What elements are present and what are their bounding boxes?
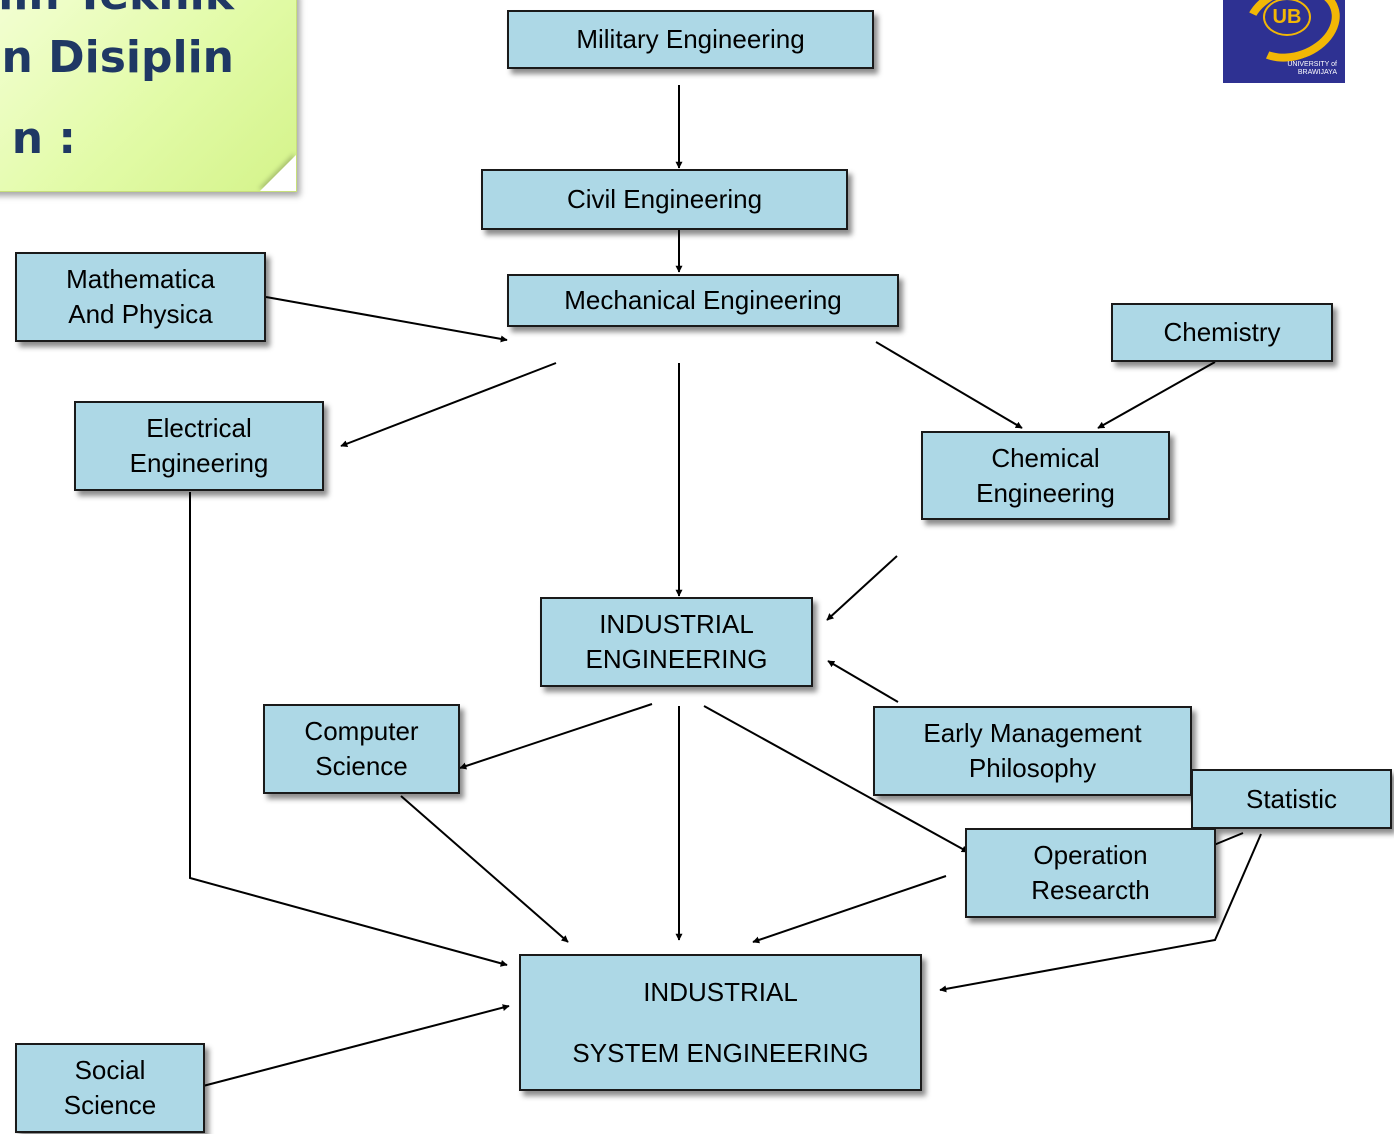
edge-earlymgmt-industrial: [827, 660, 899, 703]
logo-letters: UB: [1263, 0, 1311, 36]
node-label: Early Management: [923, 718, 1142, 748]
node-label: Military Engineering: [576, 24, 805, 54]
node-label: Engineering: [129, 448, 269, 478]
edge-statistic-ise: [939, 833, 1262, 993]
node-label: Operation: [1033, 840, 1148, 870]
edge-industrial-operation: [703, 705, 969, 853]
edge-electrical-ise: [189, 492, 508, 967]
node-label: Science: [63, 1090, 157, 1120]
node-label: Civil Engineering: [566, 184, 763, 214]
edge-computer-ise: [400, 795, 569, 943]
title-line-3: n :: [11, 113, 76, 164]
edge-mathphys-mechanical: [265, 296, 508, 343]
node-label: ENGINEERING: [585, 644, 768, 674]
edge-industrial-computer: [459, 703, 653, 770]
node-early-management-philosophy: Early Management Philosophy: [873, 706, 1192, 796]
edge-mechanical-chemical: [875, 341, 1023, 429]
node-label: INDUSTRIAL: [643, 976, 798, 1007]
node-label: INDUSTRIAL: [599, 609, 754, 639]
node-chemistry: Chemistry: [1111, 303, 1333, 362]
node-label: Researcth: [1031, 875, 1150, 905]
node-label: Philosophy: [968, 753, 1097, 783]
node-label: Social: [74, 1055, 146, 1085]
node-label: Electrical: [146, 413, 252, 443]
node-label: Computer: [304, 716, 419, 746]
node-social-science: Social Science: [15, 1043, 205, 1133]
page-curl: [260, 155, 296, 191]
edge-chemical-industrial: [826, 555, 898, 621]
node-label: And Physica: [68, 299, 213, 329]
node-label: Chemistry: [1163, 317, 1281, 347]
edge-social-ise: [202, 1004, 510, 1087]
node-label: Science: [315, 751, 408, 781]
node-label: Statistic: [1245, 783, 1338, 814]
node-industrial-system-engineering: INDUSTRIAL SYSTEM ENGINEERING: [519, 954, 922, 1091]
node-chemical-engineering: Chemical Engineering: [921, 431, 1170, 520]
node-civil-engineering: Civil Engineering: [481, 169, 848, 230]
node-electrical-engineering: Electrical Engineering: [74, 401, 324, 491]
logo-text-line-2: BRAWIJAYA: [1297, 69, 1337, 76]
title-line-2: n Disiplin: [1, 32, 234, 83]
title-line-1: alin Teknik: [0, 0, 234, 17]
logo-text-line-1: UNIVERSITY of: [1287, 61, 1337, 68]
node-label: Chemical: [991, 442, 1100, 473]
title-card: alin Teknik n Disiplin n :: [0, 0, 297, 192]
logo-text: UNIVERSITY of BRAWIJAYA: [1287, 61, 1337, 77]
node-label: Engineering: [976, 477, 1115, 508]
node-mathematica-and-physica: Mathematica And Physica: [15, 252, 266, 342]
node-computer-science: Computer Science: [263, 704, 460, 794]
node-industrial-engineering: INDUSTRIAL ENGINEERING: [540, 597, 813, 687]
node-label: SYSTEM ENGINEERING: [572, 1037, 869, 1068]
edge-chemistry-chemical: [1097, 361, 1216, 429]
edge-operation-ise: [752, 875, 947, 944]
node-military-engineering: Military Engineering: [507, 10, 874, 69]
node-label: Mechanical Engineering: [564, 285, 842, 315]
node-label: Mathematica: [66, 264, 215, 294]
node-operation-researcth: Operation Researcth: [965, 828, 1216, 918]
edge-mechanical-electrical: [340, 362, 557, 447]
university-logo: UB UNIVERSITY of BRAWIJAYA: [1223, 0, 1345, 83]
node-statistic: Statistic: [1191, 769, 1392, 829]
node-mechanical-engineering: Mechanical Engineering: [507, 274, 899, 327]
